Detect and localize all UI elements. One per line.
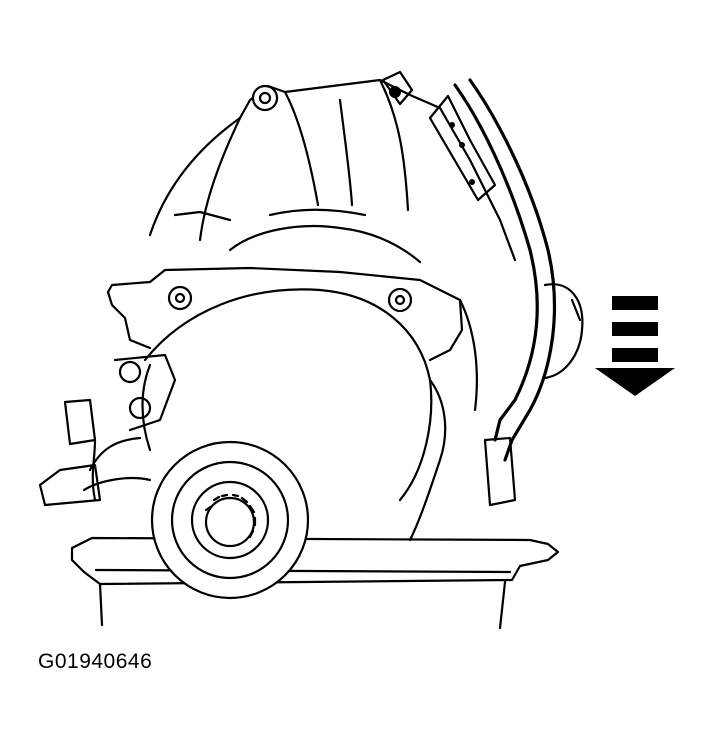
oil-pan [70,536,560,630]
arrow-down-icon [595,296,675,396]
transmission-illustration [38,70,675,630]
top-bracket [381,70,497,202]
top-mount-boss [251,84,279,112]
figure-id-label: G01940646 [38,650,153,673]
control-cable [453,78,557,462]
bell-housing [148,78,517,264]
extension-housing [82,288,517,542]
output-flange [150,440,310,600]
left-fittings [38,353,177,507]
side-component [543,283,584,380]
flange-plate [106,266,464,362]
